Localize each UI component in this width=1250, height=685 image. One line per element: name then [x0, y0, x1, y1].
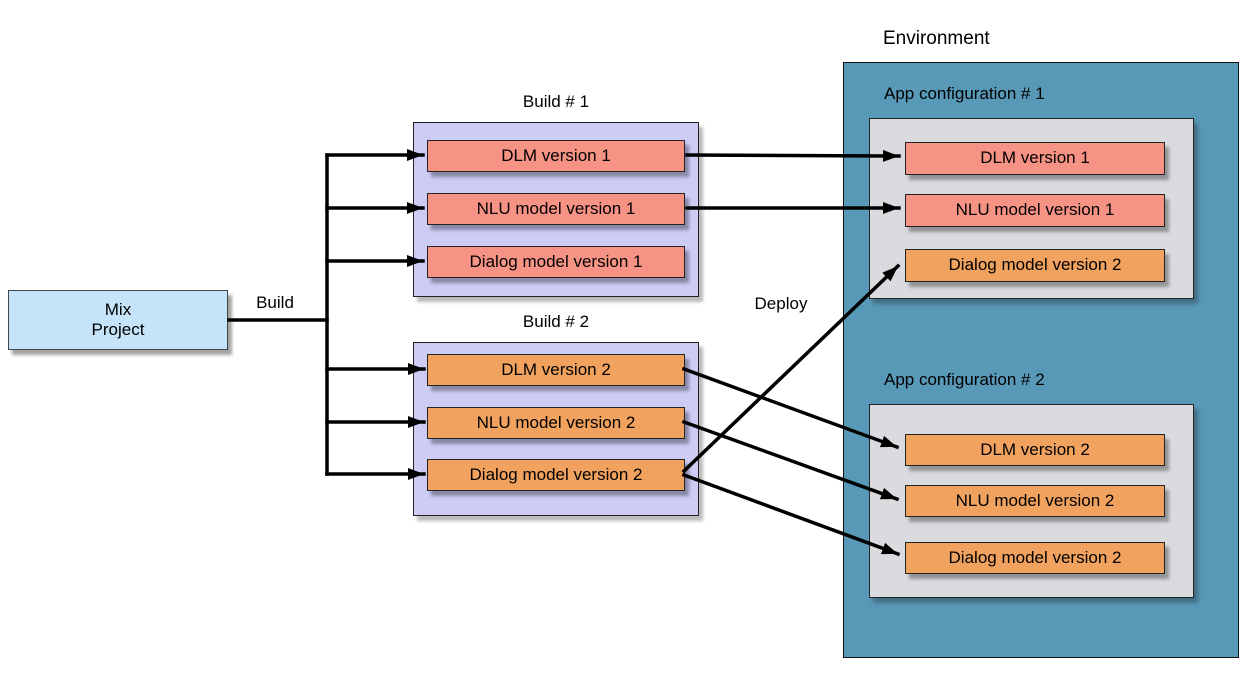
environment-container: App configuration # 1 DLM version 1 NLU …: [843, 62, 1239, 658]
build-1-container: DLM version 1 NLU model version 1 Dialog…: [413, 122, 699, 297]
build-flow-label: Build: [256, 293, 294, 312]
app-config-1-title: App configuration # 1: [884, 84, 1045, 103]
build2-dlm-version-2-box: DLM version 2: [427, 354, 685, 386]
app-config-2-title: App configuration # 2: [884, 370, 1045, 389]
build1-dialog-model-version-1-box: Dialog model version 1: [427, 246, 685, 278]
app1-dlm-version-1-box: DLM version 1: [905, 142, 1165, 175]
build2-dialog-model-version-2-box: Dialog model version 2: [427, 459, 685, 491]
app-config-2-container: DLM version 2 NLU model version 2 Dialog…: [869, 404, 1194, 598]
build-arrows: [227, 149, 426, 480]
app2-dialog-model-version-2-box: Dialog model version 2: [905, 542, 1165, 574]
environment-title: Environment: [883, 28, 990, 49]
app2-nlu-model-version-2-box: NLU model version 2: [905, 485, 1165, 517]
app1-nlu-model-version-1-box: NLU model version 1: [905, 194, 1165, 227]
app2-dlm-version-2-box: DLM version 2: [905, 434, 1165, 466]
build-2-container: DLM version 2 NLU model version 2 Dialog…: [413, 342, 699, 516]
deploy-flow-label: Deploy: [754, 294, 808, 313]
build2-nlu-model-version-2-box: NLU model version 2: [427, 407, 685, 439]
app1-dialog-model-version-2-box: Dialog model version 2: [905, 249, 1165, 282]
app-config-1-container: DLM version 1 NLU model version 1 Dialog…: [869, 118, 1194, 299]
build1-dlm-version-1-box: DLM version 1: [427, 140, 685, 172]
mix-project-box: Mix Project: [8, 290, 228, 350]
build-2-title: Build # 2: [522, 312, 590, 331]
build1-nlu-model-version-1-box: NLU model version 1: [427, 193, 685, 225]
build-1-title: Build # 1: [522, 92, 590, 111]
